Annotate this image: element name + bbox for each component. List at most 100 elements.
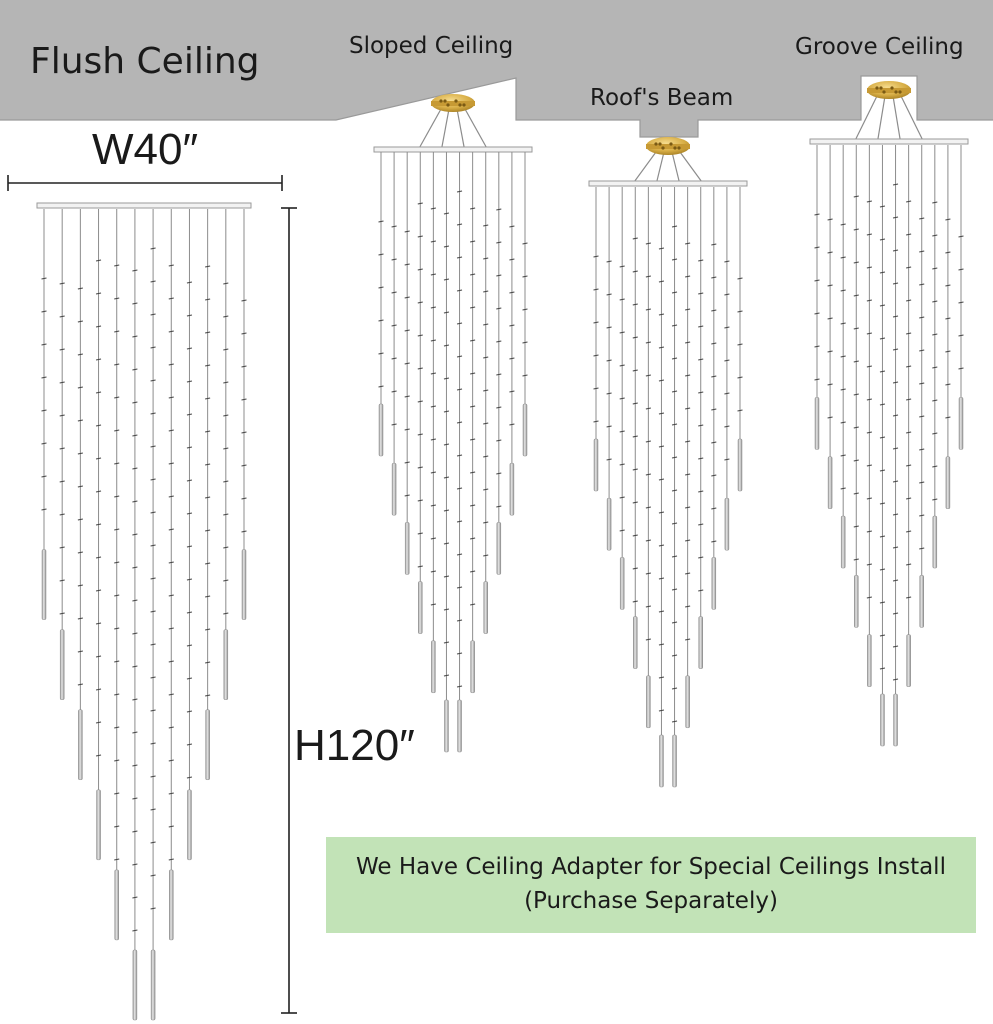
crystal-bead [698,556,704,559]
crystal-bead [186,677,193,680]
crystal-bead [509,357,515,360]
crystal-bead [150,841,156,844]
crystal-bead [932,465,938,468]
crystal-bead [685,341,691,344]
crystal-rod [958,397,964,450]
crystal-bead [132,566,138,569]
crystal-bead [879,337,886,340]
crystal-bead [114,495,120,498]
canopy-rim [867,88,911,93]
crystal-bead [391,291,397,294]
crystal-bead [223,381,229,384]
crystal-bead [632,369,638,372]
crystal-bead [698,457,704,460]
crystal-bead [892,447,899,450]
crystal-bead [919,349,925,352]
crystal-bead [443,245,450,248]
crystal-bead [496,505,502,508]
crystal-bead [866,365,872,368]
crystal-bead [132,797,138,800]
crystal-bead [496,307,502,310]
crystal-bead [95,292,102,295]
crystal-bead [509,225,515,228]
notice-line-1: We Have Ceiling Adapter for Special Ceil… [356,854,946,880]
crystal-bead [685,440,691,443]
crystal-bead [711,375,717,378]
crystal-bead [430,405,436,408]
crystal-bead [593,420,599,423]
crystal-bead [606,425,612,428]
crystal-bead [645,275,651,278]
canopy-screw [879,86,883,90]
crystal-bead [470,405,476,408]
crystal-bead [150,478,156,481]
crystal-bead [866,200,872,203]
crystal-bead [443,674,450,677]
crystal-bead [132,335,138,338]
crystal-bead [685,473,691,476]
crystal-bead [919,448,925,451]
roof-beam-title: Roof's Beam [590,85,734,111]
crystal-bead [737,310,743,313]
crystal-bead [724,392,730,395]
crystal-bead [59,546,65,549]
crystal-bead [150,676,156,679]
crystal-bead [483,290,489,293]
crystal-bead [932,201,938,204]
crystal-bead [77,320,83,323]
crystal-bead [866,563,872,566]
crystal-bead [685,638,691,641]
crystal-bead [470,438,476,441]
crystal-bead [41,475,47,478]
crystal-bead [404,230,410,233]
crystal-bead [241,530,247,533]
crystal-bead [522,308,528,311]
crystal-bead [95,556,102,559]
crystal-rod [150,949,156,1021]
crystal-bead [378,352,384,355]
crystal-bead [658,676,665,679]
crystal-bead [205,463,211,466]
crystal-bead [77,386,83,389]
crystal-bead [168,363,174,366]
crystal-bead [632,501,638,504]
crystal-bead [853,426,859,429]
crystal-bead [892,414,899,417]
crystal-bead [827,284,833,287]
crystal-bead [892,678,899,681]
crystal-bead [41,409,47,412]
canopy-screw [673,146,677,150]
crystal-rod [444,699,449,753]
crystal-bead [205,397,211,400]
crystal-bead [41,343,47,346]
crystal-rod [169,869,174,941]
crystal-bead [879,568,886,571]
crystal-bead [919,283,925,286]
crystal-bead [737,277,743,280]
crystal-bead [645,242,651,245]
crystal-bead [496,340,502,343]
crystal-bead [443,443,450,446]
crystal-bead [658,577,665,580]
crystal-bead [892,216,899,219]
crystal-bead [840,289,846,292]
crystal-bead [892,645,899,648]
crystal-bead [840,355,846,358]
crystal-bead [619,496,625,499]
crystal-bead [619,430,625,433]
crystal-bead [95,589,102,592]
crystal-bead [205,331,211,334]
crystal-bead [685,242,691,245]
crystal-bead [77,650,83,653]
crystal-bead [132,368,138,371]
crystal-bead [114,528,120,531]
crystal-bead [711,408,717,411]
crystal-bead [114,462,120,465]
crystal-bead [879,502,886,505]
crystal-bead [906,233,912,236]
crystal-bead [853,492,859,495]
crystal-bead [945,350,951,353]
crystal-bead [919,382,925,385]
crystal-bead [671,687,678,690]
crystal-bead [443,608,450,611]
